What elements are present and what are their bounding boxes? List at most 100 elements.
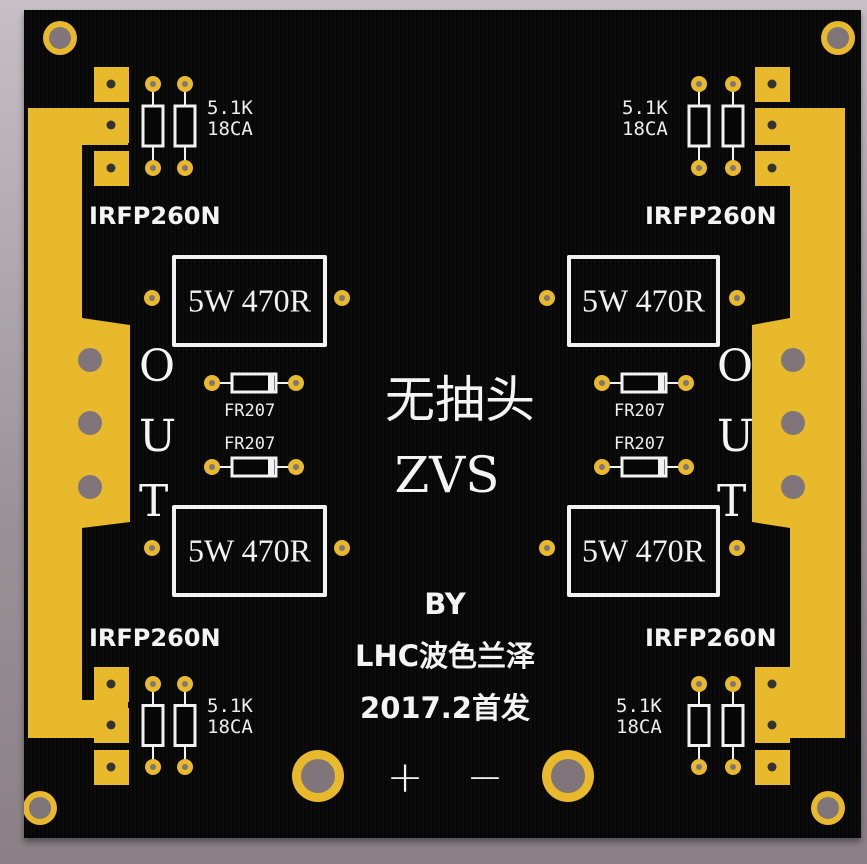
power-resistor-label: 5W 470R xyxy=(582,282,705,319)
power-resistor-tl: 5W 470R xyxy=(172,255,327,347)
diode-pad-drill xyxy=(683,380,689,386)
diode-pad-drill xyxy=(599,380,605,386)
mosfet-pad-drill xyxy=(106,679,116,689)
date-label: 2017.2首发 xyxy=(360,691,530,725)
resistor-body xyxy=(687,104,711,148)
resistor-body xyxy=(721,704,745,747)
resistor-pad-drill xyxy=(730,764,736,770)
power-terminal-minus-drill xyxy=(551,759,585,793)
output-hole-drill xyxy=(781,348,805,372)
mosfet-pad-drill xyxy=(106,762,116,772)
power-resistor-pad-drill xyxy=(734,295,740,301)
out-letter-u-right: U xyxy=(717,411,755,462)
diode-body xyxy=(230,372,278,394)
resistor-value: 5.1K xyxy=(207,97,253,119)
output-hole-drill xyxy=(78,348,102,372)
out-letter-t-right: T xyxy=(717,476,747,527)
plus-label: + xyxy=(386,752,424,803)
resistor-pad-drill xyxy=(730,681,736,687)
diode-pad-drill xyxy=(209,464,215,470)
copper-layer xyxy=(24,21,855,825)
title-cn: 无抽头 xyxy=(385,371,535,429)
diode-pad-drill xyxy=(683,464,689,470)
diode-pad-drill xyxy=(293,380,299,386)
power-resistor-label: 5W 470R xyxy=(188,282,311,319)
power-resistor-pad-drill xyxy=(544,545,550,551)
output-hole-drill xyxy=(78,475,102,499)
power-resistor-bl: 5W 470R xyxy=(172,505,327,597)
resistor-pad-drill xyxy=(150,681,156,687)
diode-pad-drill xyxy=(209,380,215,386)
mosfet-pad-drill xyxy=(767,720,777,730)
mosfet-pad-drill xyxy=(767,679,777,689)
resistor-pad-drill xyxy=(730,81,736,87)
mosfet-pad-drill xyxy=(106,720,116,730)
output-hole-drill xyxy=(781,411,805,435)
mosfet-label-bl: IRFP260N xyxy=(89,624,221,652)
mounting-hole-drill xyxy=(817,797,839,819)
resistor-pad-drill xyxy=(150,81,156,87)
diode-label: FR207 xyxy=(224,434,276,454)
diode-body xyxy=(620,372,668,394)
diode-label: FR207 xyxy=(614,434,666,454)
resistor-pad-drill xyxy=(696,81,702,87)
diode-cathode-band xyxy=(658,374,664,392)
out-letter-o-left: O xyxy=(139,341,176,392)
diode-pad-drill xyxy=(599,464,605,470)
resistor-pad-drill xyxy=(182,764,188,770)
power-resistor-pad-drill xyxy=(339,545,345,551)
mosfet-label-br: IRFP260N xyxy=(645,624,777,652)
diode-cathode-band xyxy=(268,374,274,392)
title-en: ZVS xyxy=(394,446,500,504)
out-letter-u-left: U xyxy=(139,411,177,462)
power-resistor-pad-drill xyxy=(339,295,345,301)
resistor-value: 5.1K xyxy=(616,695,662,717)
mosfet-pad-drill xyxy=(767,120,777,130)
power-resistor-pad-drill xyxy=(149,545,155,551)
mounting-hole-drill xyxy=(49,27,71,49)
power-resistor-pad-drill xyxy=(734,545,740,551)
resistor-pad-drill xyxy=(150,165,156,171)
resistor-code: 18CA xyxy=(207,118,253,140)
diode-body xyxy=(230,456,278,478)
diode-cathode-band xyxy=(658,458,664,476)
power-resistor-pad-drill xyxy=(149,295,155,301)
mosfet-label-tr: IRFP260N xyxy=(645,202,777,230)
resistor-body xyxy=(173,704,197,747)
resistor-body xyxy=(141,104,165,148)
diode-label: FR207 xyxy=(224,401,276,421)
mosfet-pad-drill xyxy=(106,120,116,130)
minus-label: − xyxy=(466,752,504,803)
mosfet-label-tl: IRFP260N xyxy=(89,202,221,230)
resistor-code: 18CA xyxy=(622,118,668,140)
resistor-body xyxy=(687,704,711,747)
resistor-body xyxy=(173,104,197,148)
power-terminal-plus-drill xyxy=(301,759,335,793)
resistor-pad-drill xyxy=(150,764,156,770)
resistor-value: 5.1K xyxy=(622,97,668,119)
resistor-body xyxy=(721,104,745,148)
output-hole-drill xyxy=(781,475,805,499)
resistor-pad-drill xyxy=(696,165,702,171)
mounting-hole-drill xyxy=(827,27,849,49)
out-letter-t-left: T xyxy=(139,476,169,527)
resistor-pad-drill xyxy=(182,165,188,171)
diode-body xyxy=(620,456,668,478)
mosfet-pad-drill xyxy=(767,762,777,772)
out-letter-o-right: O xyxy=(717,341,754,392)
mosfet-pad-drill xyxy=(106,163,116,173)
resistor-pad-drill xyxy=(182,681,188,687)
diode-cathode-band xyxy=(268,458,274,476)
resistor-pad-drill xyxy=(730,165,736,171)
power-resistor-br: 5W 470R xyxy=(567,505,720,597)
power-resistor-label: 5W 470R xyxy=(582,532,705,569)
author-label: LHC波色兰泽 xyxy=(354,639,536,673)
mosfet-pad-drill xyxy=(767,163,777,173)
resistor-pad-drill xyxy=(696,764,702,770)
resistor-pad-drill xyxy=(182,81,188,87)
power-resistor-tr: 5W 470R xyxy=(567,255,720,347)
